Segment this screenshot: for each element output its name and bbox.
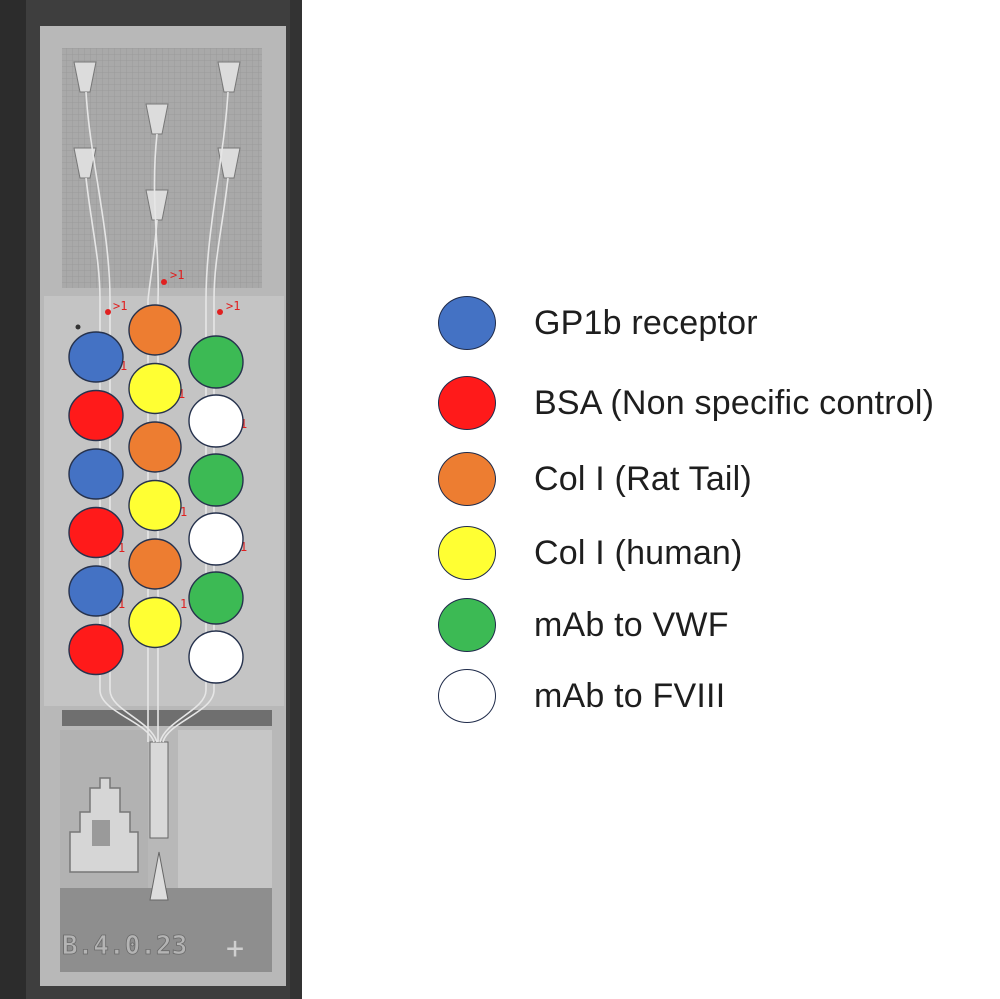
- legend-item-gp1b: GP1b receptor: [438, 296, 998, 356]
- legend-label: mAb to VWF: [534, 606, 729, 644]
- chip-edge-left: [0, 0, 26, 999]
- marker-label: >1: [113, 299, 127, 313]
- chip-id-label: B.4.0.23: [62, 931, 187, 961]
- marker-label: >1: [226, 299, 240, 313]
- marker-label: >1: [170, 268, 184, 282]
- marker-label: 1: [118, 597, 125, 611]
- marker-label: 1: [240, 417, 247, 431]
- legend-label: mAb to FVIII: [534, 677, 726, 715]
- spot-mab-fviii: [188, 630, 244, 684]
- channel-lines: [85, 91, 229, 743]
- legend-item-bsa: BSA (Non specific control): [438, 376, 998, 436]
- legend-label: Col I (human): [534, 534, 743, 572]
- legend-label: BSA (Non specific control): [534, 384, 935, 422]
- spot-mab-fviii: [188, 512, 244, 566]
- legend-swatch: [438, 452, 496, 506]
- inlet-funnels: [73, 61, 241, 221]
- legend-swatch: [438, 598, 496, 652]
- marker-label: 1: [120, 359, 127, 373]
- spot-bsa: [68, 389, 124, 442]
- marker-label: 1: [118, 541, 125, 555]
- spot-col-rat: [128, 304, 182, 356]
- chip-footer: [60, 888, 272, 972]
- marker-label: 1: [240, 540, 247, 554]
- legend-swatch: [438, 669, 496, 723]
- spot-mab-vwf: [188, 571, 244, 625]
- spot-bsa: [68, 623, 124, 676]
- legend-item-mab-vwf: mAb to VWF: [438, 598, 998, 658]
- chip-plus-mark: +: [226, 931, 244, 966]
- legend-item-col-rat: Col I (Rat Tail): [438, 452, 998, 512]
- legend-swatch: [438, 376, 496, 430]
- legend-swatch: [438, 296, 496, 350]
- marker-label: 1: [180, 597, 187, 611]
- marker-dots: [75, 279, 223, 330]
- spot-array: [68, 304, 244, 684]
- chip-edge-right: [290, 0, 302, 999]
- legend-label: GP1b receptor: [534, 304, 758, 342]
- legend-label: Col I (Rat Tail): [534, 460, 752, 498]
- chip-pad-right: [178, 730, 272, 910]
- legend-item-col-human: Col I (human): [438, 526, 998, 586]
- chip-logo-window: [92, 820, 110, 846]
- spot-col-human: [128, 596, 182, 649]
- spot-mab-fviii: [188, 394, 244, 448]
- spot-mab-vwf: [188, 335, 244, 389]
- chip-outlet-funnel: [149, 851, 169, 901]
- spot-gp1b: [68, 565, 124, 617]
- legend-item-mab-fviii: mAb to FVIII: [438, 669, 998, 729]
- spot-col-human: [128, 479, 182, 532]
- spot-col-human: [128, 362, 182, 415]
- marker-label: 1: [178, 387, 185, 401]
- spot-gp1b: [68, 331, 124, 383]
- spot-bsa: [68, 506, 124, 559]
- spot-col-rat: [128, 421, 182, 473]
- legend-swatch: [438, 526, 496, 580]
- spot-mab-vwf: [188, 453, 244, 507]
- chip-bar: [62, 710, 272, 726]
- spot-col-rat: [128, 538, 182, 590]
- chip-outlet-channel: [149, 741, 169, 839]
- marker-label: 1: [180, 505, 187, 519]
- spot-gp1b: [68, 448, 124, 500]
